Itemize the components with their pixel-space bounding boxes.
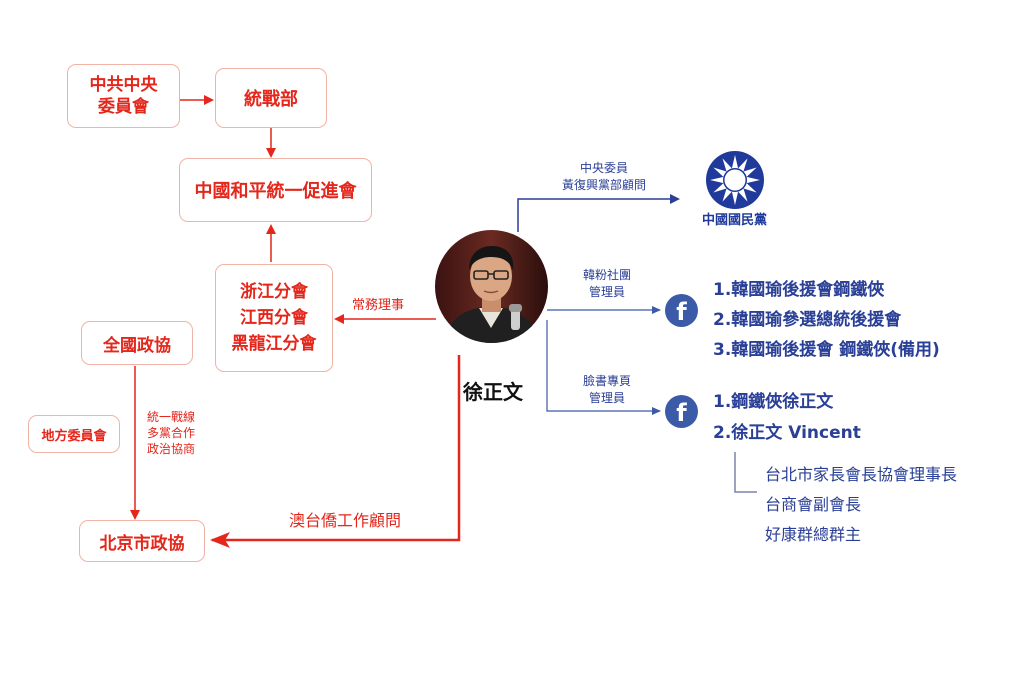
box-peace-unification: 中國和平統一促進會	[179, 158, 372, 222]
box-united-front: 統戰部	[215, 68, 327, 128]
cppcc-national-label: 全國政協	[103, 335, 171, 356]
han-fans-line-1: 韓粉社團	[582, 268, 631, 282]
label-standing-director: 常務理事	[352, 298, 405, 313]
sun-ray	[722, 158, 732, 172]
kmt-role-line-1: 中央委員	[579, 161, 628, 175]
arrow-to-fb-pages	[546, 320, 661, 415]
kmt-label: 中國國民黨	[702, 213, 768, 228]
sun-ray	[713, 167, 727, 177]
sun-ray	[722, 188, 732, 202]
kmt-role-line-2: 黃復興黨部顧問	[561, 178, 646, 192]
facebook-icon: f	[665, 395, 698, 428]
sun-ray	[743, 167, 757, 177]
note-line-3: 政治協商	[147, 442, 196, 456]
note-line-1: 統一戰線	[147, 410, 196, 424]
branch-heilongjiang: 黑龍江分會	[231, 334, 317, 354]
fb-page-line-2: 管理員	[588, 391, 625, 405]
facebook-glyph: f	[676, 399, 687, 427]
fb-group-item: 1.韓國瑜後援會鋼鐵俠	[713, 280, 885, 300]
fb-group-item: 3.韓國瑜後援會 鋼鐵俠(備用)	[713, 340, 940, 360]
ccp-central-label: 中共中央 委員會	[89, 75, 158, 117]
fb-page-line-1: 臉書專頁	[582, 374, 631, 388]
box-ccp-central: 中共中央 委員會	[67, 64, 180, 128]
label-macau-tw-advisor: 澳台僑工作顧問	[289, 511, 402, 530]
sun-ray	[713, 183, 727, 193]
bracket-other-roles	[734, 452, 757, 493]
label-han-fans-admin: 韓粉社團 管理員	[572, 267, 642, 301]
fb-page-item: 1.鋼鐵俠徐正文	[713, 392, 834, 412]
peace-unification-label: 中國和平統一促進會	[194, 181, 357, 202]
sun-emblem-icon	[705, 150, 765, 210]
sun-ray	[738, 188, 748, 202]
person-name: 徐正文	[463, 380, 523, 404]
united-front-label: 統戰部	[244, 89, 298, 110]
box-cppcc-national: 全國政協	[81, 321, 193, 365]
other-role-item: 台北市家長會長協會理事長	[765, 465, 958, 484]
arrow-person-to-kmt	[517, 194, 680, 232]
sun-ray	[731, 155, 739, 169]
sun-ray	[746, 176, 760, 184]
branch-jiangxi: 江西分會	[240, 308, 308, 328]
arrow-person-to-beijing	[210, 355, 461, 548]
label-cppcc-note: 統一戰線 多黨合作 政治協商	[147, 409, 195, 457]
label-fb-page-admin: 臉書專頁 管理員	[572, 373, 642, 407]
facebook-glyph: f	[676, 298, 687, 326]
sun-ray	[710, 176, 724, 184]
other-role-item: 好康群總群主	[765, 525, 862, 544]
han-fans-line-2: 管理員	[588, 285, 625, 299]
fb-group-item: 2.韓國瑜參選總統後援會	[713, 310, 902, 330]
sun-ray	[743, 183, 757, 193]
branch-zhejiang: 浙江分會	[240, 282, 308, 302]
box-branches: 浙江分會 江西分會 黑龍江分會	[215, 264, 333, 372]
facebook-icon: f	[665, 294, 698, 327]
sun-ray	[731, 191, 739, 205]
local-committee-label: 地方委員會	[41, 428, 107, 444]
beijing-cppcc-label: 北京市政協	[99, 533, 185, 554]
fb-page-item: 2.徐正文 Vincent	[713, 423, 861, 443]
person-photo	[435, 230, 548, 343]
label-kmt-role: 中央委員 黃復興黨部顧問	[548, 160, 660, 194]
box-beijing-cppcc: 北京市政協	[79, 520, 205, 562]
box-local-committee: 地方委員會	[28, 415, 120, 453]
sun-ray	[738, 158, 748, 172]
note-line-2: 多黨合作	[147, 426, 196, 440]
other-role-item: 台商會副會長	[765, 495, 862, 514]
